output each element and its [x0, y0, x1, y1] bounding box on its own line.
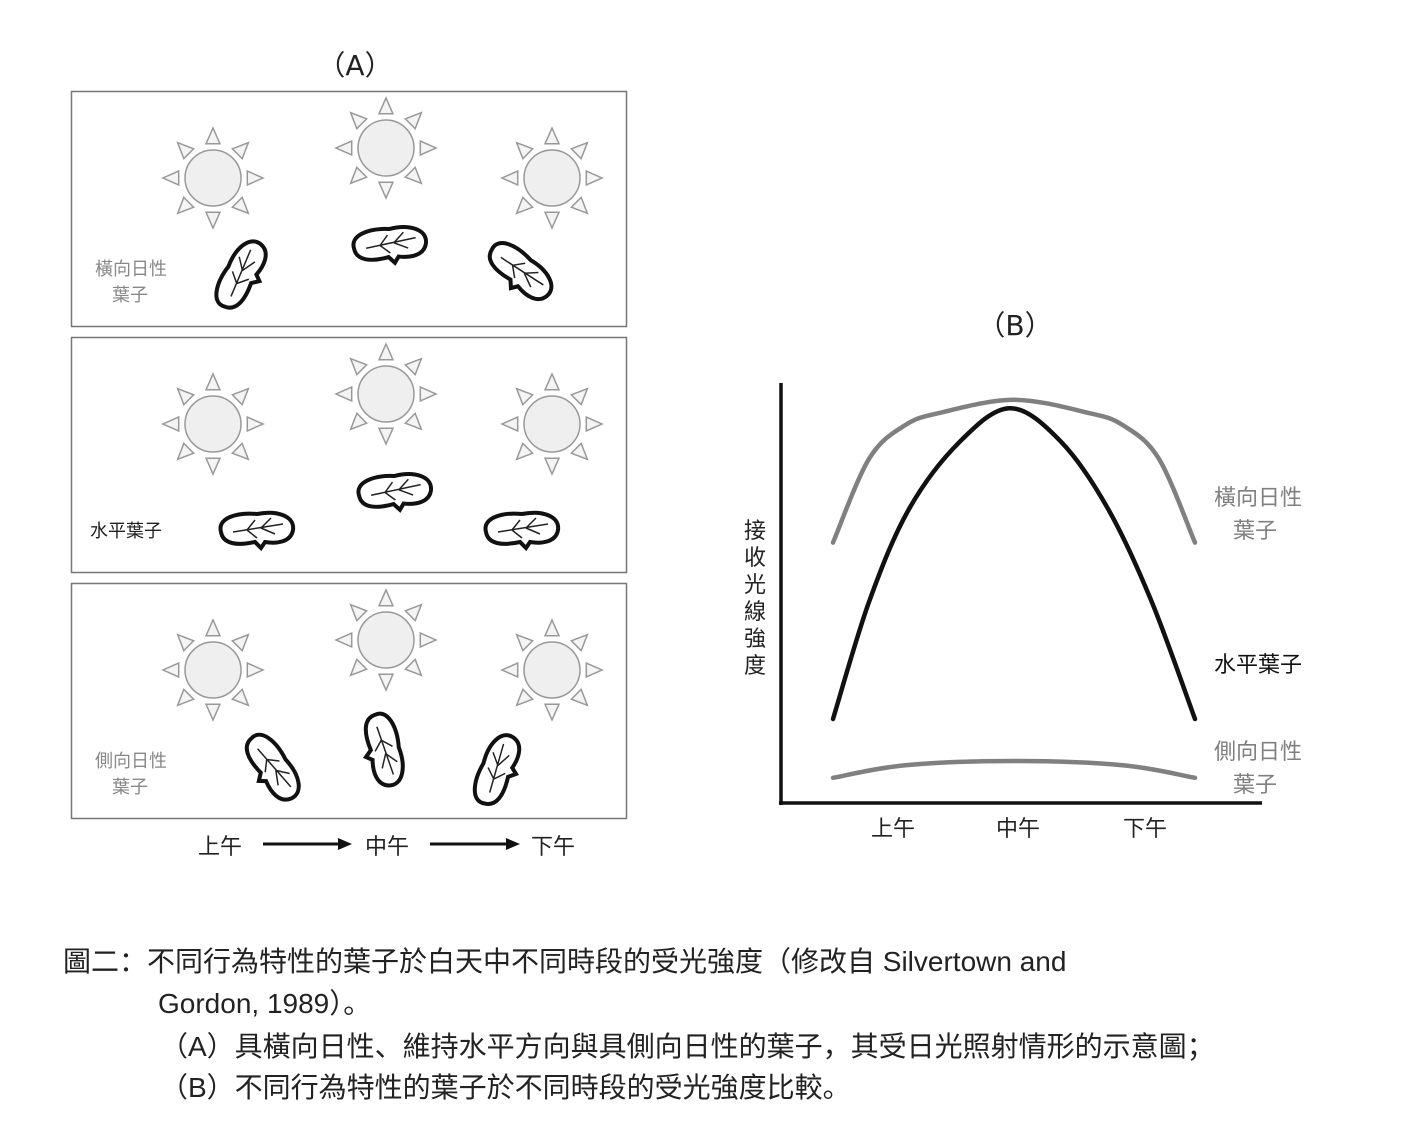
legend-transverse-line1: 橫向日性 — [1214, 486, 1302, 511]
sun-icon — [500, 372, 604, 476]
arrow-head-icon — [338, 838, 352, 850]
panel-box — [70, 90, 628, 328]
y-label-char: 線 — [744, 600, 766, 625]
y-label-char: 收 — [744, 546, 766, 571]
timeline: 上午 中午 下午 — [198, 835, 575, 860]
timeline-morning: 上午 — [198, 835, 242, 860]
legend-lateral-line2: 葉子 — [1233, 773, 1277, 798]
sun-icon — [500, 618, 604, 722]
leaf-icon — [218, 510, 296, 552]
caption-line-3: （A）具橫向日性、維持水平方向與具側向日性的葉子，其受日光照射情形的示意圖； — [160, 1031, 1215, 1062]
y-label-char: 接 — [744, 519, 766, 544]
row-label: 側向日性 — [95, 751, 167, 772]
y-label-char: 度 — [744, 654, 766, 679]
y-label-char: 強 — [744, 627, 766, 652]
row-label: 水平葉子 — [90, 521, 162, 542]
leaf-icon — [487, 241, 554, 302]
legend-horizontal: 水平葉子 — [1214, 653, 1302, 678]
timeline-afternoon: 下午 — [531, 835, 575, 860]
arrow-head-icon — [506, 838, 520, 850]
sun-icon — [334, 96, 438, 200]
leaf-icon — [362, 711, 405, 788]
x-tick-label: 下午 — [1123, 817, 1167, 842]
legend-transverse-line2: 葉子 — [1233, 519, 1277, 544]
chart-series — [830, 397, 1198, 781]
caption-line-1: 圖二：不同行為特性的葉子於白天中不同時段的受光強度（修改自 Silvertown… — [63, 946, 1067, 977]
series-line-水平葉子 — [830, 405, 1198, 722]
series-line-側向日性葉子 — [830, 758, 1198, 781]
series-line-橫向日性葉子 — [830, 397, 1198, 545]
panel-box — [70, 336, 628, 574]
caption-line-4: （B）不同行為特性的葉子於不同時段的受光強度比較。 — [160, 1072, 851, 1103]
x-tick-label: 中午 — [996, 817, 1040, 842]
row-label: 橫向日性 — [95, 259, 167, 280]
timeline-noon: 中午 — [365, 835, 409, 860]
caption-line-2: Gordon, 1989）。 — [158, 988, 372, 1019]
row-label: 葉子 — [112, 285, 148, 306]
leaf-icon — [356, 472, 433, 513]
panel-box — [70, 582, 628, 820]
sun-icon — [161, 618, 265, 722]
leaf-icon — [244, 732, 301, 802]
legend-lateral-line1: 側向日性 — [1214, 740, 1302, 765]
sun-icon — [334, 342, 438, 446]
leaf-icon — [214, 239, 268, 310]
sun-icon — [161, 372, 265, 476]
leaf-icon — [472, 733, 522, 806]
sun-icon — [500, 126, 604, 230]
chart-title: （B） — [977, 309, 1052, 342]
sun-icon — [334, 588, 438, 692]
leaf-icon — [351, 225, 428, 266]
panel-a-title: （A） — [317, 49, 392, 82]
row-label: 葉子 — [112, 777, 148, 798]
x-tick-label: 上午 — [871, 817, 915, 842]
sun-icon — [161, 126, 265, 230]
y-label-char: 光 — [744, 573, 766, 598]
panel-a-row: 水平葉子 — [70, 336, 628, 574]
leaf-icon — [483, 510, 561, 552]
